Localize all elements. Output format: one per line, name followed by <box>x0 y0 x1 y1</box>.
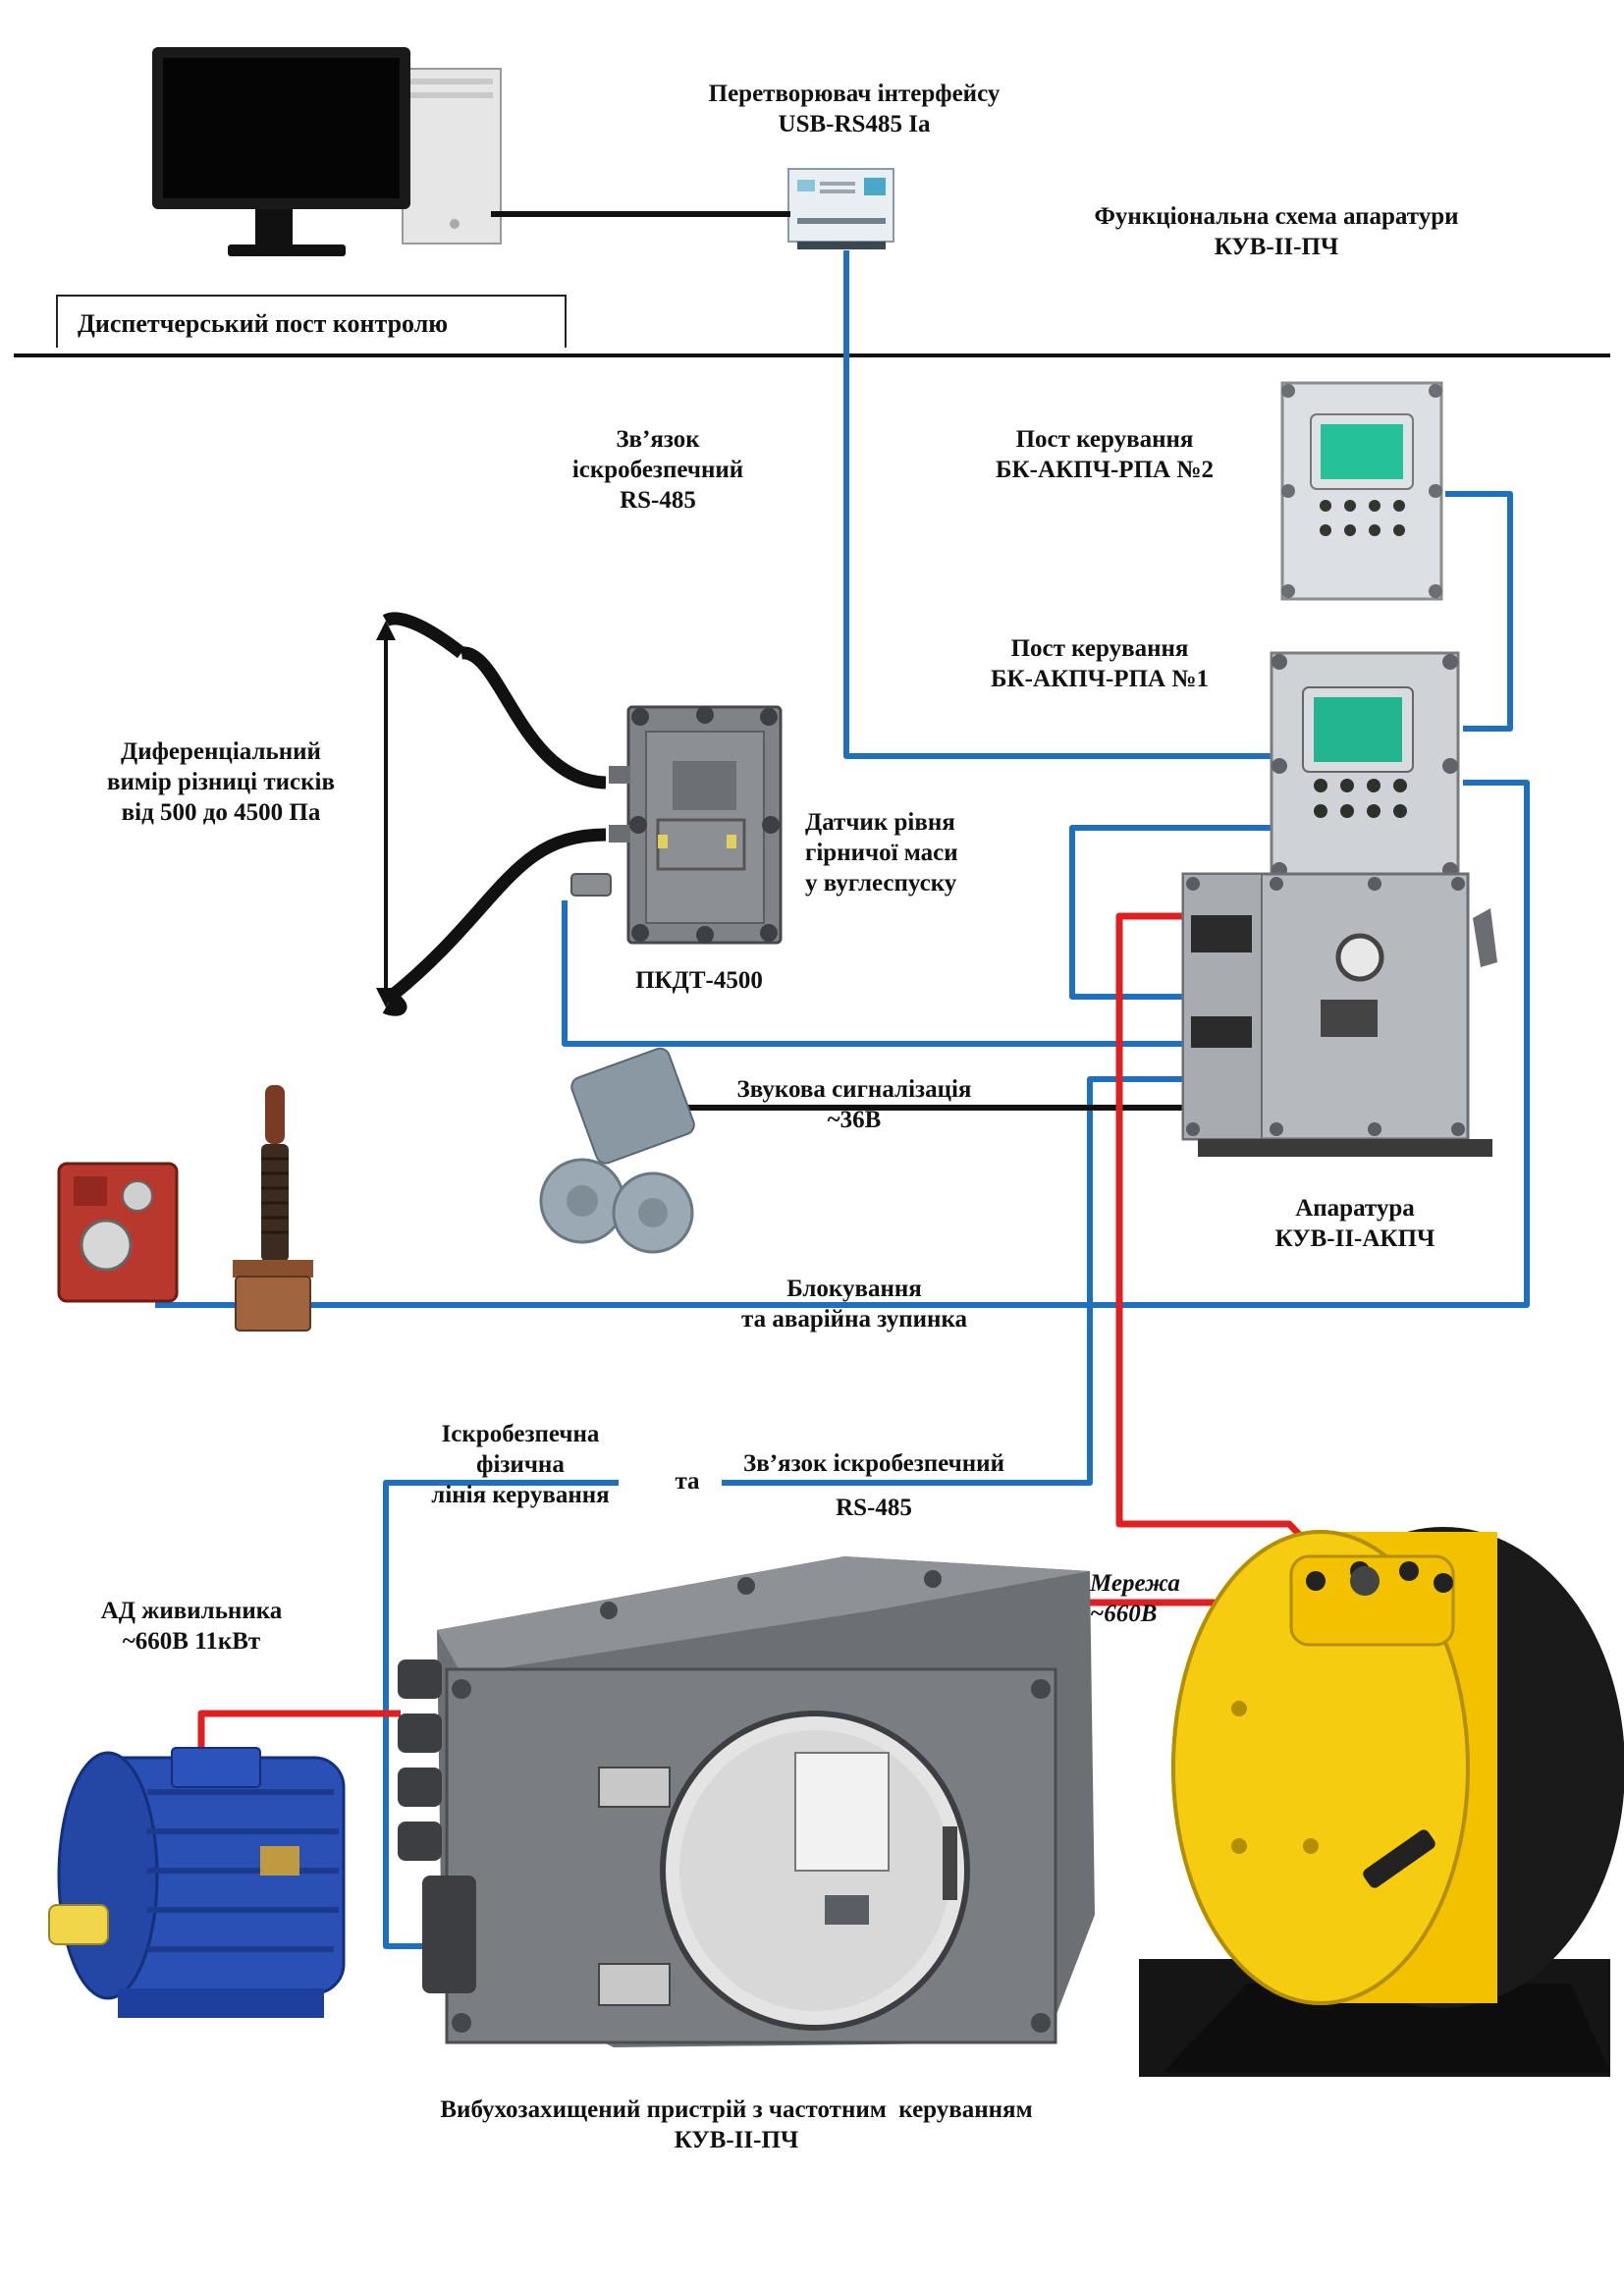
physical-line-connector: та <box>675 1468 700 1495</box>
dispatch-post-label: Диспетчерський пост контролю <box>56 295 567 348</box>
black-lines <box>386 211 1183 1111</box>
pkdt-label: ПКДТ-4500 <box>635 967 763 994</box>
cable-sensor-icon <box>233 1085 313 1332</box>
pressure-sensor-icon <box>570 705 783 945</box>
emergency-switch-icon <box>57 1162 179 1303</box>
vfd-cabinet-icon <box>398 1556 1095 2047</box>
network-label: Мережа~660В <box>1090 1570 1180 1627</box>
motor-label: АД живильника~660В 11кВт <box>100 1598 283 1655</box>
control-post-1-icon <box>1270 651 1460 881</box>
converter-icon <box>787 168 894 249</box>
apparatus-icon <box>1181 872 1497 1157</box>
computer-icon <box>152 47 502 256</box>
vfd-label: Вибухозахищений пристрій з частотним кер… <box>440 2096 1033 2153</box>
transformer-icon <box>1139 1527 1624 2077</box>
siren-icon <box>539 1047 695 1254</box>
sound-signal-label: Звукова сигналізація~36В <box>736 1076 972 1133</box>
electric-motor-icon <box>48 1747 346 2018</box>
differential-arrow-icon <box>376 612 465 1016</box>
control-post-2-icon <box>1280 381 1443 601</box>
